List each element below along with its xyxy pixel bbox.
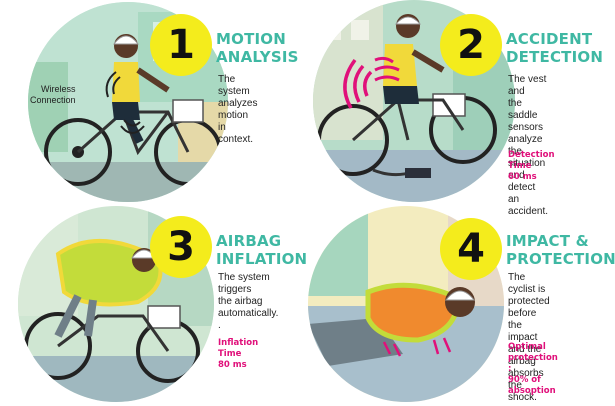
step-2-title: ACCIDENT DETECTION bbox=[506, 30, 604, 66]
step-4-metric: Optimal protection : 90% of absoption bbox=[508, 342, 558, 396]
step-3-description: The system triggers the airbag automatic… bbox=[218, 272, 279, 331]
step-2-description: The vest and the saddle sensors analyze … bbox=[508, 74, 549, 217]
step-1-description: The system analyzes motion in context. bbox=[218, 74, 258, 145]
step-4-description: The cyclist is protected before the impa… bbox=[508, 272, 550, 403]
step-1-title: MOTION ANALYSIS bbox=[216, 30, 299, 66]
step-2-metric: Detection Time 60 ms bbox=[508, 150, 555, 182]
step-1-number-badge: 1 bbox=[150, 14, 212, 76]
step-2-number-badge: 2 bbox=[440, 14, 502, 76]
step-3-metric: Inflation Time 80 ms bbox=[218, 338, 259, 370]
wireless-connection-label: Wireless Connection bbox=[30, 84, 76, 105]
step-3-number-badge: 3 bbox=[150, 216, 212, 278]
step-4-title: IMPACT & PROTECTION bbox=[506, 232, 615, 268]
step-4-number-badge: 4 bbox=[440, 218, 502, 280]
step-3-title: AIRBAG INFLATION bbox=[216, 232, 308, 268]
